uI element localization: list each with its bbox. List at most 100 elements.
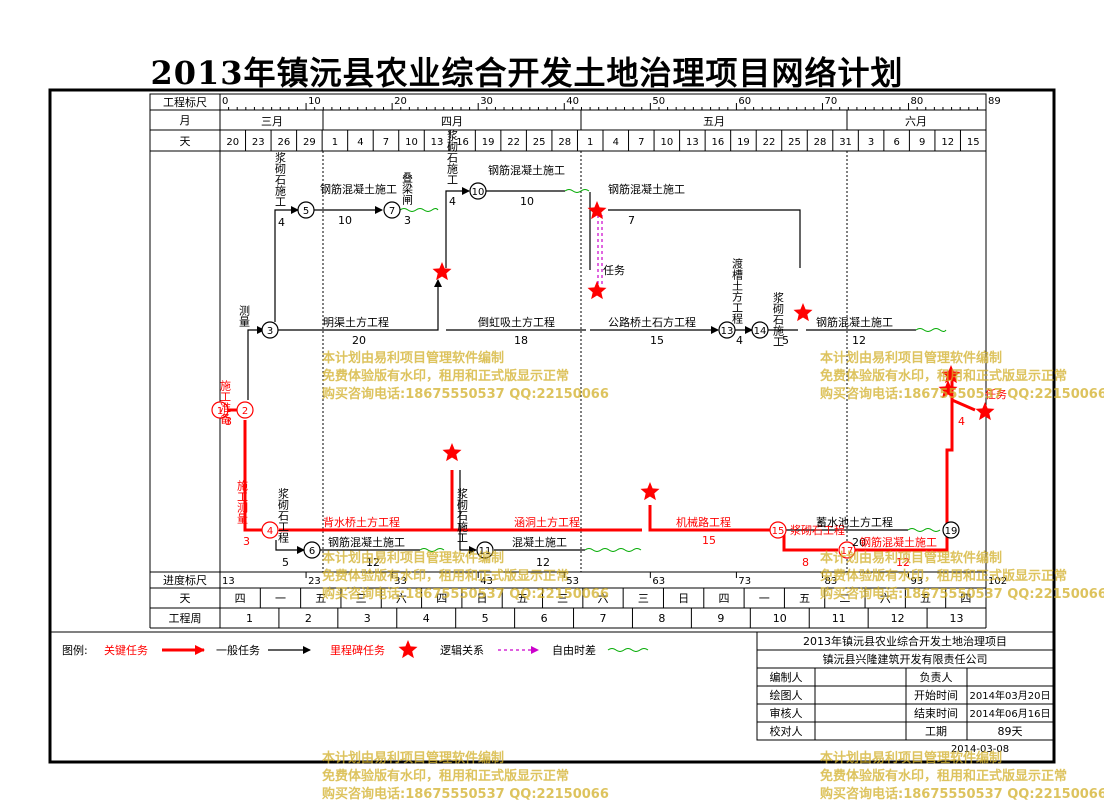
task-dur: 4 [449,195,456,208]
task-label: 钢筋混凝土施工 [860,535,937,549]
task-dur: 5 [282,556,289,569]
day-cell: 25 [533,137,546,148]
task-label: 蓄水池土方工程 [816,515,893,529]
task-label: 叠梁闸 [401,172,414,205]
node-label: 10 [472,187,485,198]
progress-tick-label: 93 [911,576,924,587]
month-may: 五月 [703,115,725,128]
node-label: 14 [754,326,767,337]
day-cell: 31 [839,137,852,148]
task-label: 测量 [238,305,251,327]
node-label: 4 [267,526,273,537]
node-label: 7 [389,206,395,217]
node: 10 [469,182,487,200]
task-label: 任务 [985,388,1007,401]
progress-tick-label: 83 [824,576,837,587]
milestone-star-icon [587,201,607,220]
weekday-cell: 五 [315,592,326,605]
task-dur: 8 [802,556,809,569]
task-label: 钢筋混凝土施工 [816,315,893,329]
day-cell: 1 [587,137,593,148]
task-dur: 5 [782,334,789,347]
weekday-cell: 五 [799,592,810,605]
day-cell: 10 [660,137,673,148]
task-dur: 12 [536,556,550,569]
node-label: 13 [721,326,734,337]
task-label: 浆砌石施工 [772,291,785,347]
info-date: 2014-03-08 [951,744,1009,755]
info-start: 2014年03月20日 [970,689,1051,702]
day-cell: 19 [737,137,750,148]
progress-label: 进度标尺 [163,573,207,587]
node: 6 [303,541,321,559]
progress-tick-label: 102 [988,576,1007,587]
weekday-cell: 六 [598,592,609,605]
day-cell: 4 [613,137,619,148]
weekday-cell: 三 [356,592,367,605]
task-label: 施工准备 [219,380,232,425]
day-cell: 28 [814,137,827,148]
day-cell: 1 [332,137,338,148]
weekday-cell: 五 [517,592,528,605]
node-label: 19 [945,526,958,537]
task-label: 浆砌石工程 [277,487,290,544]
node-label: 2 [242,406,248,417]
milestone-star-icon [442,443,462,462]
scale-tick-label: 80 [911,96,924,107]
task-dur: 20 [852,536,866,549]
weekday-cell: 日 [477,592,488,605]
day-cell: 29 [303,137,316,148]
day-cell: 13 [431,137,444,148]
day-cell: 6 [893,137,899,148]
weekday-cell: 三 [557,592,568,605]
task-dur: 20 [352,334,366,347]
task-label: 浆砌石施工 [446,129,459,185]
day-cell: 4 [357,137,363,148]
task-dur: 4 [736,334,743,347]
scale-tick-label: 10 [308,96,321,107]
node-label: 11 [479,546,492,557]
free-float [399,189,947,552]
task-label: 钢筋混凝土施工 [328,535,405,549]
info-start-label: 开始时间 [914,688,958,702]
day-cell: 12 [941,137,954,148]
weekday-cell: 日 [678,592,689,605]
info-project: 2013年镇沅县农业综合开发土地治理项目 [803,634,1007,648]
task-label: 浆砌石工程 [790,523,845,537]
node: 11 [476,541,494,559]
legend-normal-label: 一般任务 [216,644,260,657]
scale-label: 工程标尺 [163,95,207,109]
footer-day-label: 天 [180,592,191,605]
week-cell: 12 [891,612,905,625]
day-cell: 22 [507,137,520,148]
milestone-star-icon [793,303,813,322]
scale-tick-label: 0 [222,96,228,107]
scale-tick-label: 20 [394,96,407,107]
day-cell: 19 [482,137,495,148]
task-label: 涵洞土方工程 [514,515,580,529]
week-cell: 13 [950,612,964,625]
week-cell: 6 [541,612,548,625]
weekday-cell: 六 [396,592,407,605]
week-cell: 9 [717,612,724,625]
node-label: 5 [303,206,309,217]
watermark: 本计划由易利项目管理软件编制免费体验版有水印，租用和正式版显示正常购买咨询电话:… [820,351,1104,402]
task-dur: 4 [958,415,965,428]
info-duration: 89天 [998,725,1023,738]
week-cell: 1 [246,612,253,625]
logic-relations [597,215,603,285]
progress-tick-label: 53 [566,576,579,587]
node: 13 [718,321,736,339]
info-drawer-label: 绘图人 [770,688,803,702]
task-dur: 10 [520,195,534,208]
node: 19 [942,521,960,539]
task-dur: 4 [278,216,285,229]
node: 5 [297,201,315,219]
info-checker-label: 校对人 [770,724,803,738]
milestone-star-icon [432,262,452,281]
scale-tick-label: 50 [652,96,665,107]
node-label: 15 [772,526,785,537]
weekday-cell: 一 [275,592,286,605]
info-company: 镇沅县兴隆建筑开发有限责任公司 [823,652,988,666]
progress-tick-label: 43 [480,576,493,587]
